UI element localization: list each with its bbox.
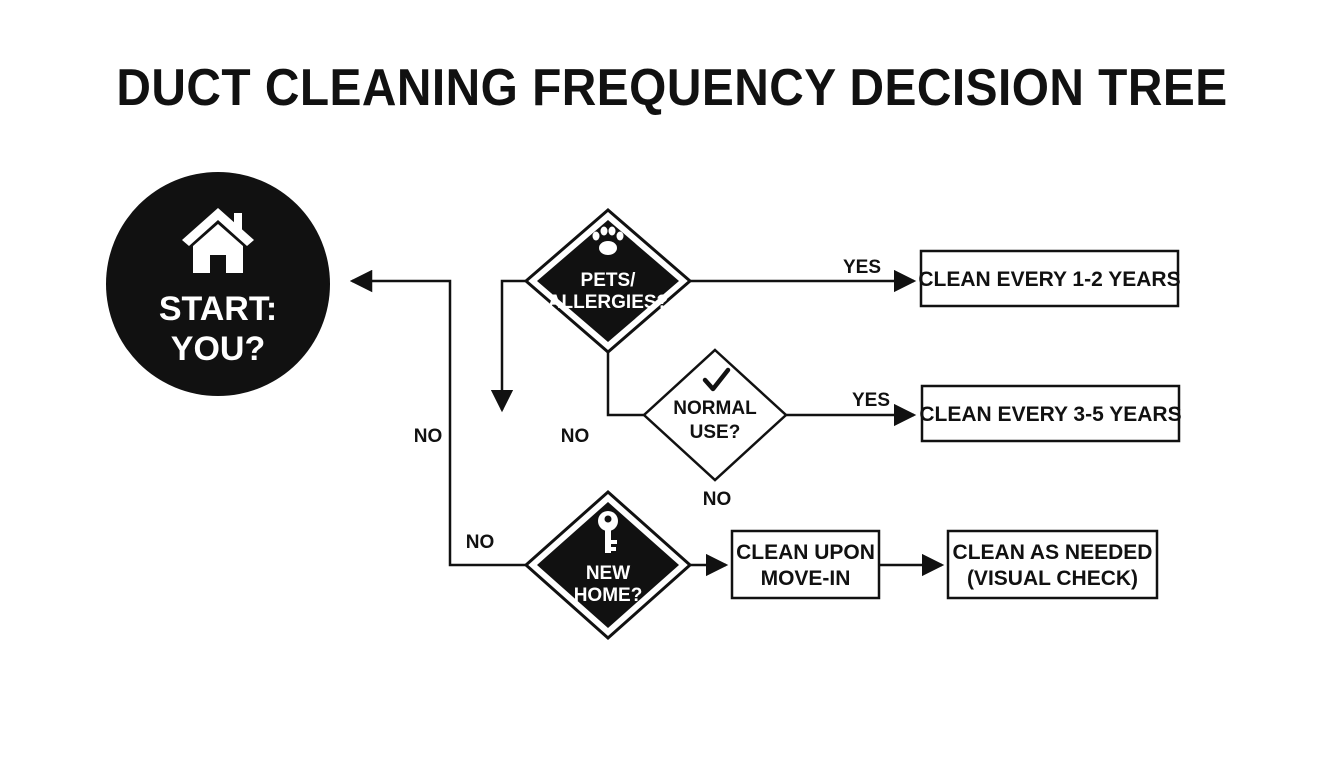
newhome-label-line1: NEW [586, 563, 630, 584]
start-label-line1: START: [159, 290, 277, 328]
no-label-pets: NO [561, 426, 590, 447]
outcome-clean35: CLEAN EVERY 3-5 YEARS [919, 384, 1182, 443]
clean35-label: CLEAN EVERY 3-5 YEARS [919, 403, 1181, 426]
paw-icon [592, 226, 624, 255]
newhome-label-line2: HOME? [574, 585, 643, 606]
pets-diamond: PETS/ ALLERGIES? [523, 208, 693, 354]
yes-label-normal: YES [852, 390, 890, 411]
movein-label-line1: CLEAN UPON [736, 541, 875, 564]
pets-label-line1: PETS/ [581, 270, 637, 291]
normal-label-line1: NORMAL [673, 398, 757, 419]
start-label-line2: YOU? [171, 330, 265, 368]
outcome-asneeded: CLEAN AS NEEDED (VISUAL CHECK) [946, 529, 1159, 600]
arrow-newhome-to-start [349, 269, 528, 567]
outcome-clean12: CLEAN EVERY 1-2 YEARS [918, 249, 1181, 308]
house-icon [182, 208, 254, 273]
connectors [349, 269, 945, 577]
page-title: DUCT CLEANING FREQUENCY DECISION TREE [116, 59, 1228, 117]
clean12-label: CLEAN EVERY 1-2 YEARS [918, 268, 1180, 291]
normal-diamond: NORMAL USE? [642, 348, 788, 482]
no-label-normal: NO [703, 489, 732, 510]
arrow-pets-left-down [490, 279, 528, 413]
asneeded-label-line1: CLEAN AS NEEDED [953, 541, 1153, 564]
pets-label-line2: ALLERGIES? [548, 292, 668, 313]
newhome-diamond: NEW HOME? [523, 489, 693, 641]
outcome-movein: CLEAN UPON MOVE-IN [730, 529, 881, 600]
no-label-newhome: NO [466, 532, 495, 553]
line-pets-to-normal [606, 352, 644, 417]
start-node: START: YOU? [106, 172, 330, 396]
no-label-left: NO [414, 426, 443, 447]
asneeded-label-line2: (VISUAL CHECK) [967, 567, 1138, 590]
checkmark-icon [702, 367, 731, 392]
normal-label-line2: USE? [690, 422, 741, 443]
yes-label-pets: YES [843, 257, 881, 278]
movein-label-line2: MOVE-IN [761, 567, 851, 590]
